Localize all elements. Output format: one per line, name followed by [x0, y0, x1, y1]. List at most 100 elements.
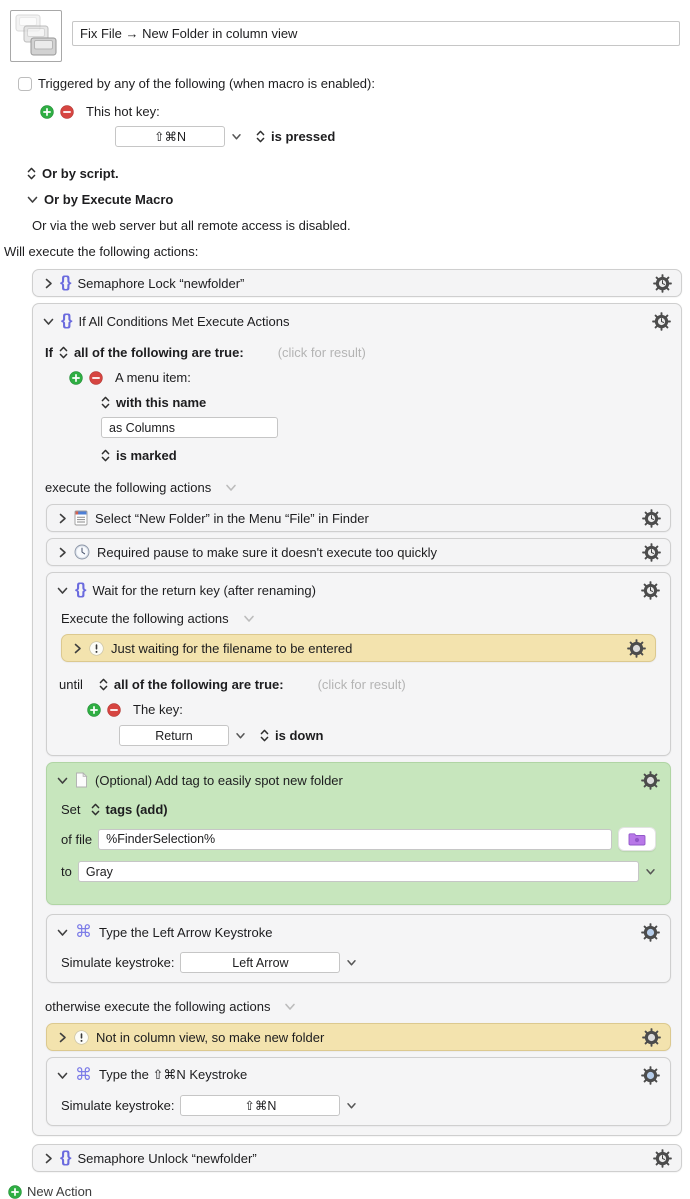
with-this-name-popup[interactable]: with this name [116, 395, 207, 410]
action-select-menu[interactable]: Select “New Folder” in the Menu “File” i… [46, 504, 671, 532]
new-action-plus-icon [8, 1184, 22, 1199]
action-semaphore-lock[interactable]: {} Semaphore Lock “newfolder” [32, 269, 682, 297]
or-by-execute-macro-chevron-icon[interactable] [27, 195, 38, 204]
action-semaphore-unlock[interactable]: {} Semaphore Unlock “newfolder” [32, 1144, 682, 1172]
tags-add-popup[interactable]: tags (add) [105, 802, 168, 817]
is-down-popup[interactable]: is down [275, 728, 324, 743]
action-comment-just-waiting[interactable]: Just waiting for the filename to be ente… [61, 634, 656, 662]
action-title: Select “New Folder” in the Menu “File” i… [95, 510, 369, 526]
collapse-section-chevron-icon[interactable] [225, 484, 237, 492]
action-title: Semaphore Unlock “newfolder” [77, 1150, 257, 1166]
disclosure-right-icon[interactable] [58, 1032, 67, 1043]
menu-action-icon [74, 510, 88, 526]
semaphore-icon: {} [60, 274, 71, 291]
tag-value-input[interactable] [77, 861, 639, 882]
action-required-pause[interactable]: Required pause to make sure it doesn't e… [46, 538, 671, 566]
click-for-result[interactable]: (click for result) [317, 677, 406, 692]
keystroke-command-icon: ⌘ [75, 1065, 92, 1084]
gear-icon[interactable] [641, 1065, 660, 1085]
disclosure-right-icon[interactable] [58, 513, 67, 524]
disclosure-right-icon[interactable] [44, 278, 53, 289]
disclosure-down-icon[interactable] [57, 586, 68, 595]
marked-popup-updown-icon[interactable] [101, 449, 110, 462]
keystroke-input[interactable] [180, 952, 341, 973]
or-by-script-label[interactable]: Or by script. [42, 166, 119, 181]
choose-file-button[interactable] [618, 827, 656, 851]
add-condition-icon[interactable] [69, 370, 83, 385]
remove-trigger-icon[interactable] [60, 104, 74, 119]
click-for-result[interactable]: (click for result) [277, 345, 366, 360]
add-trigger-icon[interactable] [40, 104, 54, 119]
or-by-script-updown-icon[interactable] [27, 167, 36, 180]
trigger-checkbox[interactable] [18, 76, 32, 91]
gear-icon[interactable] [641, 922, 660, 942]
trigger-section-header: Triggered by any of the following (when … [18, 76, 690, 91]
if-word: If [45, 345, 53, 360]
gear-icon[interactable] [652, 311, 671, 331]
action-set-tag: (Optional) Add tag to easily spot new fo… [46, 762, 671, 905]
keystroke-command-icon: ⌘ [75, 922, 92, 941]
gear-icon[interactable] [641, 770, 660, 790]
action-title: If All Conditions Met Execute Actions [78, 313, 290, 329]
pressed-popup-updown-icon[interactable] [256, 130, 265, 143]
keystroke-input[interactable] [180, 1095, 341, 1116]
action-comment-not-column-view[interactable]: Not in column view, so make new folder [46, 1023, 671, 1051]
set-word: Set [61, 802, 81, 817]
action-if-all-conditions: {} If All Conditions Met Execute Actions… [32, 303, 682, 1136]
conditions-popup-updown-icon[interactable] [59, 346, 68, 359]
gear-icon[interactable] [642, 1027, 661, 1047]
new-action-button[interactable]: New Action [8, 1184, 690, 1199]
gear-icon[interactable] [642, 542, 661, 562]
key-dropdown-icon[interactable] [235, 732, 246, 740]
disclosure-down-icon[interactable] [57, 928, 68, 937]
disclosure-right-icon[interactable] [44, 1153, 53, 1164]
hotkey-input[interactable] [115, 126, 225, 147]
gear-icon[interactable] [653, 273, 672, 293]
tag-dropdown-icon[interactable] [645, 868, 656, 876]
all-true-popup[interactable]: all of the following are true: [73, 345, 244, 360]
macro-title-input[interactable] [72, 21, 680, 46]
disclosure-down-icon[interactable] [57, 776, 68, 785]
disclosure-down-icon[interactable] [43, 317, 54, 326]
gear-icon[interactable] [642, 508, 661, 528]
gear-icon[interactable] [641, 580, 660, 600]
is-pressed-popup[interactable]: is pressed [271, 129, 336, 144]
keystroke-dropdown-icon[interactable] [346, 959, 357, 967]
add-condition-icon[interactable] [87, 702, 101, 717]
gear-icon[interactable] [653, 1148, 672, 1168]
wait-group-icon: {} [75, 581, 86, 598]
purple-folder-icon [628, 832, 646, 846]
new-action-label: New Action [27, 1184, 93, 1199]
comment-exclamation-icon [74, 1029, 89, 1045]
until-popup-updown-icon[interactable] [99, 678, 108, 691]
or-by-execute-macro-label[interactable]: Or by Execute Macro [44, 192, 174, 207]
remove-condition-icon[interactable] [89, 370, 103, 385]
action-title: Not in column view, so make new folder [96, 1029, 325, 1045]
until-all-true-popup[interactable]: all of the following are true: [113, 677, 284, 692]
remove-condition-icon[interactable] [107, 702, 121, 717]
file-page-icon [75, 772, 88, 788]
name-match-popup-updown-icon[interactable] [101, 396, 110, 409]
down-popup-updown-icon[interactable] [260, 729, 269, 742]
disclosure-right-icon[interactable] [73, 643, 82, 654]
macro-icon [10, 10, 62, 62]
collapse-section-chevron-icon[interactable] [243, 615, 255, 623]
collapse-section-chevron-icon[interactable] [284, 1003, 296, 1011]
the-key-label: The key: [133, 702, 183, 717]
disclosure-right-icon[interactable] [58, 547, 67, 558]
menu-name-input[interactable] [101, 417, 278, 438]
semaphore-icon: {} [60, 1149, 71, 1166]
pause-clock-icon [74, 544, 90, 560]
hotkey-trigger-label: This hot key: [86, 104, 160, 119]
is-marked-popup[interactable]: is marked [116, 448, 177, 463]
wait-execute-following-label: Execute the following actions [61, 611, 229, 626]
hotkey-dropdown-icon[interactable] [231, 133, 242, 141]
tags-popup-updown-icon[interactable] [91, 803, 100, 816]
key-input[interactable] [119, 725, 229, 746]
disclosure-down-icon[interactable] [57, 1071, 68, 1080]
action-title: Type the ⇧⌘N Keystroke [99, 1067, 248, 1082]
action-title: Required pause to make sure it doesn't e… [97, 544, 437, 560]
file-path-input[interactable] [98, 828, 612, 850]
gear-icon[interactable] [627, 638, 646, 658]
keystroke-dropdown-icon[interactable] [346, 1102, 357, 1110]
